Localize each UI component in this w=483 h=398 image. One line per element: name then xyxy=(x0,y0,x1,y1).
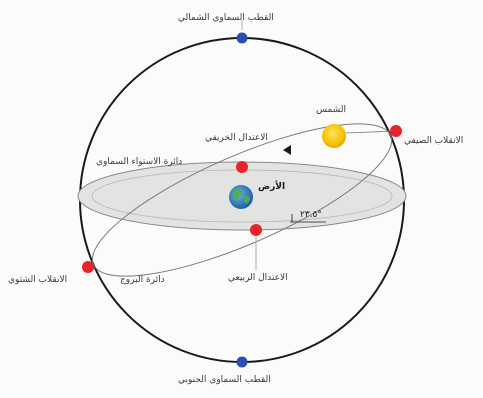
winter-solstice-label: الانقلاب الشتوي xyxy=(8,275,68,285)
vernal-equinox-label: الاعتدال الربيعي xyxy=(228,273,288,283)
angle-label: ٢٣.٥° xyxy=(300,210,322,220)
north-pole-point xyxy=(236,32,248,44)
direction-arrow xyxy=(283,145,291,155)
sun-label: الشمس xyxy=(316,105,346,115)
north-pole-label: القطب السماوي الشمالي xyxy=(178,13,274,23)
autumn-equinox-point xyxy=(236,161,248,173)
winter-solstice-point xyxy=(82,261,94,273)
earth-icon xyxy=(229,185,253,209)
sun-icon xyxy=(322,124,346,148)
earth-label: الأرض xyxy=(258,182,286,192)
south-pole-point xyxy=(236,356,248,368)
vernal-equinox-point xyxy=(250,224,262,236)
ecliptic-label: دائرة البروج xyxy=(120,275,165,285)
summer-solstice-point xyxy=(390,125,402,137)
celestial-equator-label: دائرة الاستواء السماوي xyxy=(96,157,183,167)
summer-solstice-label: الانقلاب الصيفي xyxy=(404,136,464,146)
south-pole-label: القطب السماوي الجنوبي xyxy=(178,375,271,385)
autumn-equinox-label: الاعتدال الخريفي xyxy=(205,133,268,143)
sun-solstice-line xyxy=(345,130,397,134)
earth-land xyxy=(232,188,250,204)
